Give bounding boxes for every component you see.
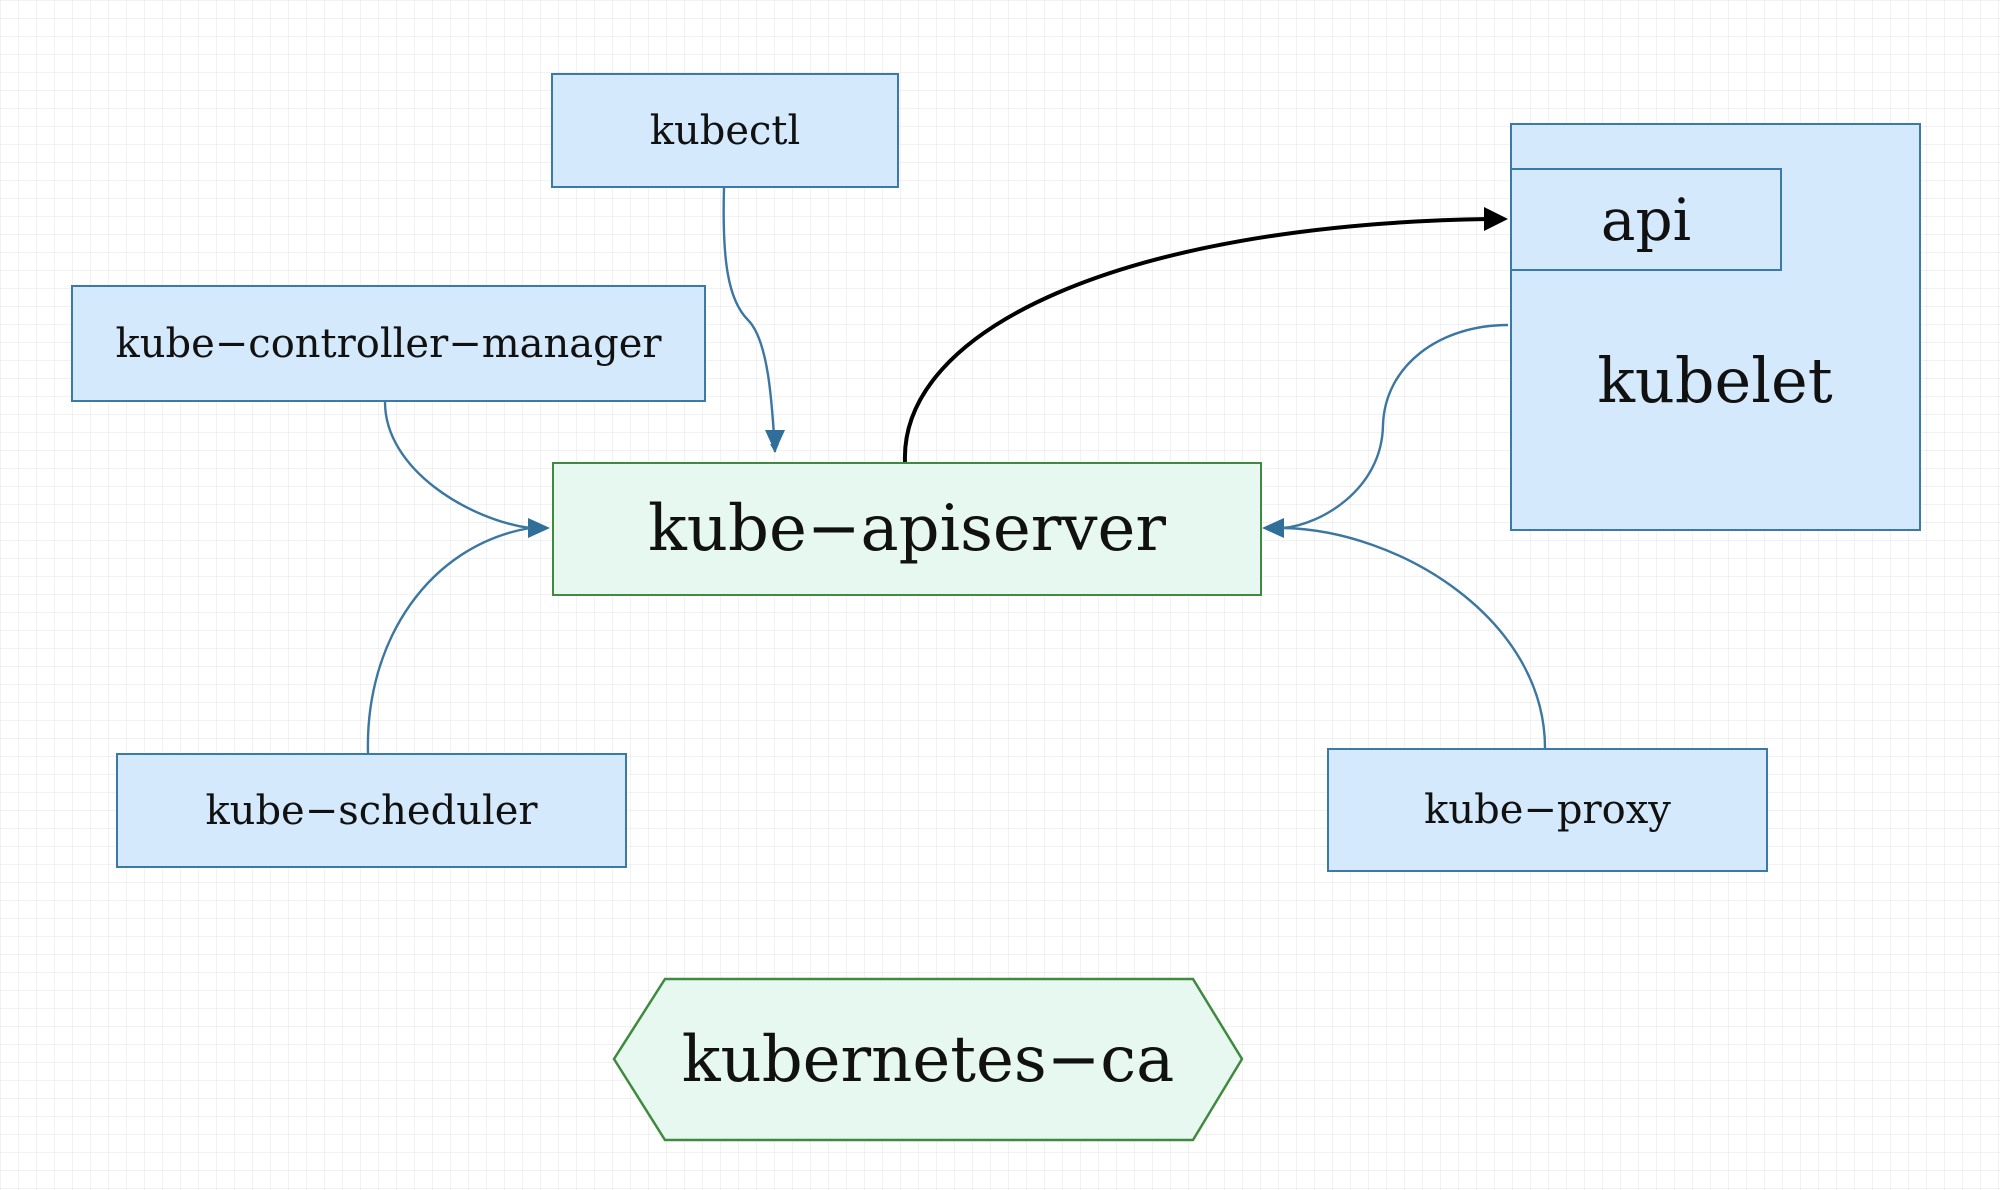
node-kube-proxy[interactable]: kube−proxy — [1327, 748, 1768, 872]
node-kubelet-label: kubelet — [1597, 343, 1833, 417]
edge-controller-manager-to-apiserver — [383, 401, 531, 530]
arrowhead-controller-manager — [528, 518, 550, 538]
node-kube-proxy-label: kube−proxy — [1424, 787, 1671, 833]
arrowhead-api — [1484, 207, 1508, 231]
edge-kubelet-to-apiserver — [1282, 323, 1509, 530]
node-kubectl-label: kubectl — [649, 107, 801, 154]
node-kube-controller-manager-label: kube−controller−manager — [115, 320, 662, 367]
node-kubelet-api-label: api — [1600, 185, 1692, 254]
edge-apiserver-to-api — [902, 217, 1489, 463]
edge-scheduler-to-apiserver — [366, 526, 531, 754]
edge-kubectl-to-apiserver — [722, 187, 780, 453]
node-kube-scheduler-label: kube−scheduler — [205, 787, 538, 834]
node-kubernetes-ca-label: kubernetes−ca — [681, 1022, 1175, 1097]
node-kube-controller-manager[interactable]: kube−controller−manager — [71, 285, 706, 402]
node-kube-apiserver-label: kube−apiserver — [648, 492, 1166, 566]
node-kube-apiserver[interactable]: kube−apiserver — [552, 462, 1262, 596]
arrowhead-kubectl — [765, 430, 785, 452]
kubernetes-ca-hexagon — [612, 977, 1244, 1142]
node-kubectl[interactable]: kubectl — [551, 73, 899, 188]
node-kubelet-api[interactable]: api — [1510, 168, 1782, 271]
arrowhead-kubelet — [1262, 518, 1284, 538]
node-kube-scheduler[interactable]: kube−scheduler — [116, 753, 627, 868]
edge-proxy-to-apiserver — [1282, 526, 1547, 749]
